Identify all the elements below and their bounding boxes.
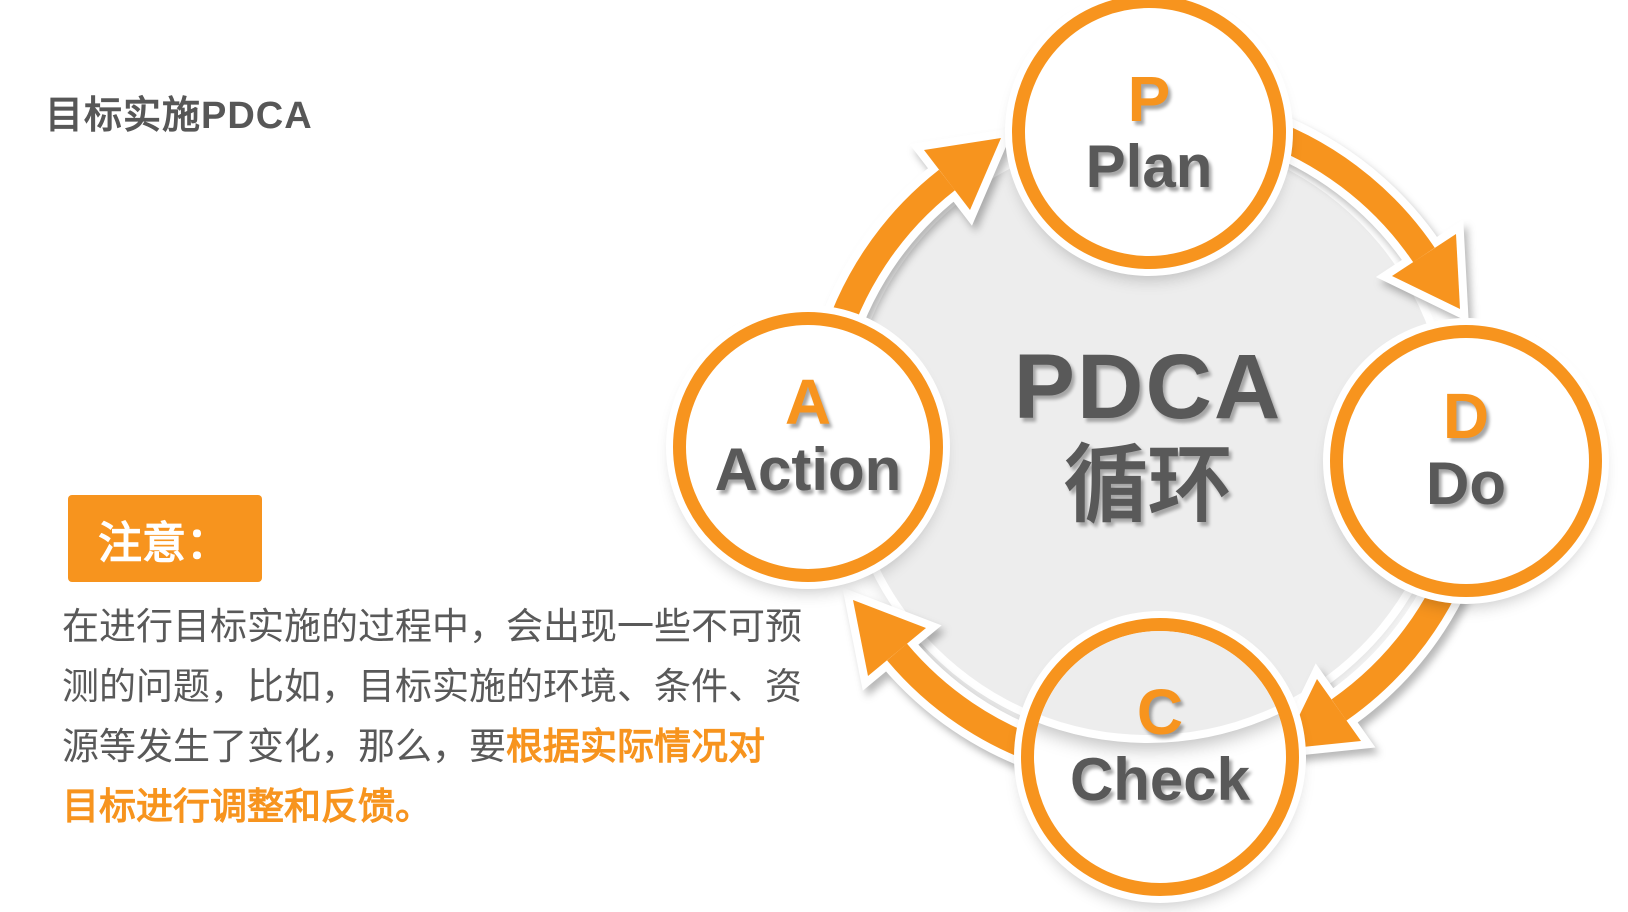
center-label-line2: 循环	[1063, 438, 1232, 532]
node-action-letter: A	[784, 366, 832, 438]
note-line-3: 源等发生了变化，那么，要根据实际情况对	[62, 717, 807, 777]
node-action-content: A Action	[715, 367, 902, 503]
node-do: D Do	[1330, 325, 1602, 597]
node-plan-letter: P	[1127, 63, 1171, 135]
node-check-letter: C	[1136, 676, 1184, 748]
node-action: A Action	[673, 312, 943, 582]
node-do-content: D Do	[1426, 381, 1506, 517]
node-check-content: C Check	[1070, 677, 1250, 813]
center-label-line1: PDCA	[1013, 336, 1283, 438]
node-plan-content: P Plan	[1086, 64, 1213, 200]
page-title: 目标实施PDCA	[45, 95, 313, 137]
node-action-word: Action	[714, 436, 902, 503]
note-line-2: 测的问题，比如，目标实施的环境、条件、资	[62, 666, 802, 707]
node-do-letter: D	[1442, 380, 1490, 452]
note-paragraph: 在进行目标实施的过程中，会出现一些不可预 测的问题，比如，目标实施的环境、条件、…	[62, 597, 807, 837]
node-do-word: Do	[1426, 450, 1506, 517]
gray-circle-overlap	[1034, 631, 1286, 735]
note-label: 注意：	[98, 518, 230, 568]
note-label-box: 注意：	[68, 495, 262, 582]
note-line-3-normal: 源等发生了变化，那么，要	[62, 726, 506, 767]
node-check-word: Check	[1069, 746, 1251, 813]
note-line-1: 在进行目标实施的过程中，会出现一些不可预	[62, 606, 802, 647]
note-line-3-highlight: 根据实际情况对	[506, 726, 765, 767]
node-plan: P Plan	[1012, 0, 1286, 269]
note-line-4-highlight: 目标进行调整和反馈。	[62, 786, 432, 827]
node-plan-word: Plan	[1085, 133, 1213, 200]
pdca-center-label: PDCA 循环	[848, 135, 1448, 735]
node-check: C Check	[1021, 618, 1299, 896]
